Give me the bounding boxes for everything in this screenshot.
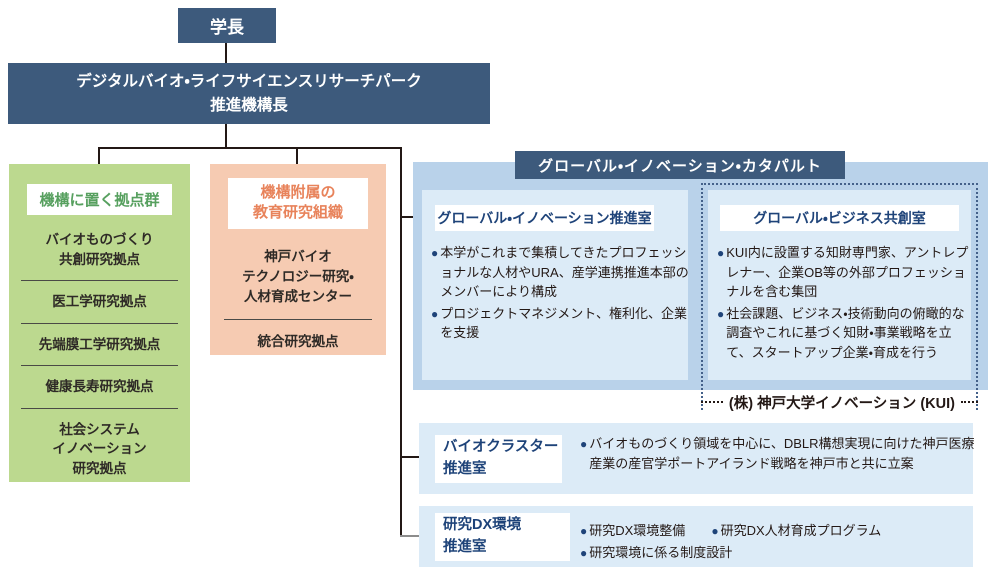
president-box: 学長 [178, 8, 276, 43]
innovation-office-panel: グローバル・イノベーション推進室 ● 本学がこれまで集積してきたプロフェッショナ… [422, 190, 689, 380]
kyoten-item-shakai-system: 社会システム イノベーション 研究拠点 [52, 421, 147, 476]
bio-cluster-panel: バイオクラスター 推進室 ● バイオものづくり領域を中心に、DBLR構想実現に向… [419, 423, 975, 494]
bullet-item: ● 研究DX人材育成プログラム [711, 521, 881, 541]
business-office-title-box: グローバル・ビジネス共創室 [720, 205, 959, 231]
president-label: 学長 [210, 18, 244, 37]
bullet-dot-icon: ● [717, 306, 725, 321]
kyoten-item-kenkochoju: 健康長寿研究拠点 [21, 366, 178, 409]
bullet-item: ● 社会課題、ビジネス・技術動向の俯瞰的な調査やこれに基づく知財・事業戦略を立て… [717, 304, 973, 363]
affiliated-org-header: 機構附属の 教育研究組織 [228, 178, 368, 229]
kyoten-group-box: 機構に置く拠点群 バイオものづくり 共創研究拠点 医工学研究拠点 先端膜工学研究… [9, 164, 190, 482]
bullet-item: ● バイオものづくり領域を中心に、DBLR構想実現に向けた神戸医療産業の産官学ポ… [580, 434, 978, 473]
bullet-item: ● プロジェクトマネジメント、権利化、企業を支援 [431, 304, 689, 343]
kyoten-item-ikogaku: 医工学研究拠点 [21, 281, 178, 324]
org-head-box: デジタルバイオ・ライフサイエンスリサーチパーク 推進機構長 [8, 63, 490, 124]
bullet-item: ● 本学がこれまで集積してきたプロフェッショナルな人材やURA、産学連携推進本部… [431, 243, 689, 302]
kui-dotted-right [960, 401, 978, 403]
bullet-dot-icon: ● [580, 524, 588, 538]
kui-label: (株) 神戸大学イノベーション (KUI) [728, 395, 955, 412]
kyoten-item-sentanmaku: 先端膜工学研究拠点 [21, 324, 178, 367]
connector-president-to-head [225, 43, 227, 63]
kui-dotted-left [701, 401, 723, 403]
catapult-header: グローバル・イノベーション・カタパルト [515, 151, 845, 179]
affiliated-center: 神戸バイオ テクノロジー研究・ 人材育成センター [224, 235, 372, 321]
connector-head-down [225, 123, 227, 149]
kui-dashed-outline [701, 183, 978, 410]
business-office-panel: グローバル・ビジネス共創室 ● KUI内に設置する知財専門家、アントレプレナー、… [708, 190, 971, 380]
bullet-item: ● 研究DX環境整備 [580, 521, 685, 541]
connector-drop-green [98, 147, 100, 164]
bullet-item: ● KUI内に設置する知財専門家、アントレプレナー、企業OB等の外部プロフェッシ… [717, 243, 973, 302]
bio-cluster-title-box: バイオクラスター 推進室 [435, 435, 562, 483]
kyoten-item-bio-monozukuri: バイオものづくり 共創研究拠点 [21, 219, 178, 282]
bullet-dot-icon: ● [717, 246, 725, 260]
connector-horizontal-main [98, 147, 402, 149]
kyoten-group-header: 機構に置く拠点群 [27, 184, 172, 215]
dx-office-title: 研究DX環境 推進室 [443, 517, 522, 555]
bullet-dot-icon: ● [580, 437, 588, 451]
bullet-dot-icon: ● [711, 524, 719, 538]
dx-office-title-box: 研究DX環境 推進室 [435, 513, 570, 561]
catapult-title: グローバル・イノベーション・カタパルト [538, 157, 822, 175]
innovation-office-bullets: ● 本学がこれまで集積してきたプロフェッショナルな人材やURA、産学連携推進本部… [422, 234, 695, 345]
bullet-dot-icon: ● [580, 545, 588, 560]
bio-cluster-bullets: ● バイオものづくり領域を中心に、DBLR構想実現に向けた神戸医療産業の産官学ポ… [571, 425, 984, 475]
business-office-title: グローバル・ビジネス共創室 [753, 210, 926, 226]
connector-branch-dx [400, 535, 435, 537]
connector-branch-biocluster [400, 456, 435, 458]
dx-bullet-row: ● 研究DX環境整備 ● 研究DX人材育成プログラム [580, 521, 978, 543]
innovation-office-title: グローバル・イノベーション推進室 [437, 210, 652, 226]
connector-drop-orange [296, 147, 298, 164]
business-office-bullets: ● KUI内に設置する知財専門家、アントレプレナー、企業OB等の外部プロフェッシ… [708, 234, 979, 364]
bullet-item: ● 研究環境に係る制度設計 [580, 543, 978, 563]
dx-office-panel: 研究DX環境 推進室 ● 研究DX環境整備 ● 研究DX人材育成プログラム ● … [419, 506, 973, 567]
bullet-dot-icon: ● [431, 306, 439, 321]
affiliated-base: 統合研究拠点 [257, 334, 339, 350]
connector-right-vertical [400, 147, 402, 537]
bullet-dot-icon: ● [431, 246, 439, 260]
bio-cluster-title: バイオクラスター 推進室 [443, 439, 559, 477]
dx-office-bullets: ● 研究DX環境整備 ● 研究DX人材育成プログラム ● 研究環境に係る制度設計 [571, 512, 984, 564]
org-head-label: デジタルバイオ・ライフサイエンスリサーチパーク 推進機構長 [76, 73, 422, 114]
affiliated-org-box: 機構附属の 教育研究組織 神戸バイオ テクノロジー研究・ 人材育成センター 統合… [210, 164, 386, 355]
innovation-office-title-box: グローバル・イノベーション推進室 [435, 205, 654, 231]
kui-label-row: (株) 神戸大学イノベーション (KUI) [701, 392, 978, 412]
